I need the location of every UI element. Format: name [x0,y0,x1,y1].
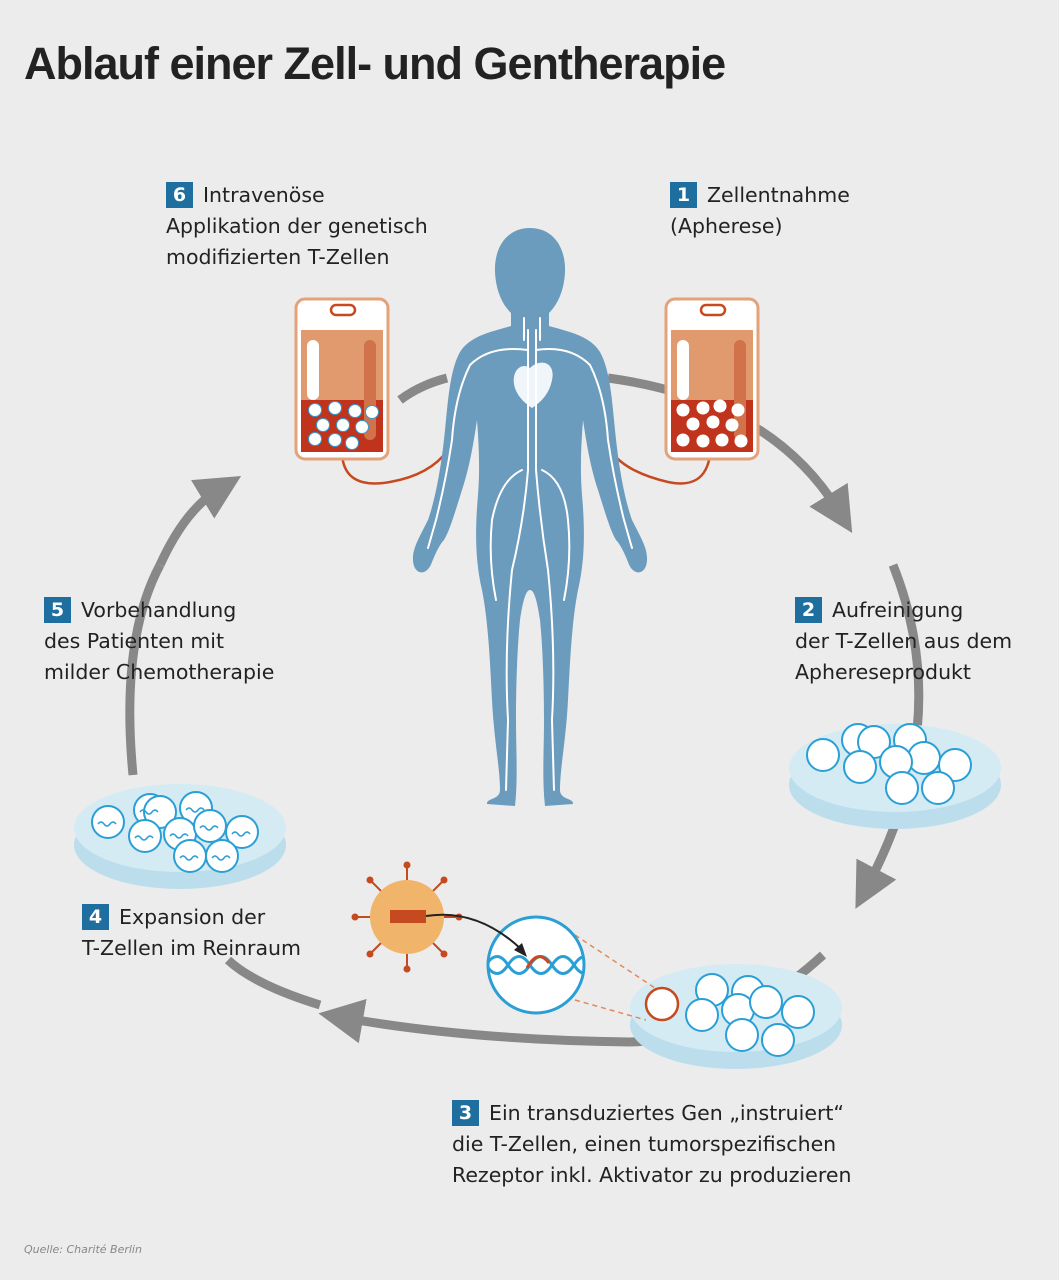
petri-dish-icon [789,723,1001,829]
step-1-badge: 1 [670,182,697,208]
blood-bag-icon [664,297,760,461]
human-body-icon [412,228,648,806]
source-note: Quelle: Charité Berlin [24,1243,142,1256]
blood-bag-icon [294,297,390,461]
step-4-badge: 4 [82,904,109,930]
step-2-badge: 2 [795,597,822,623]
step-6-badge: 6 [166,182,193,208]
step-3-badge: 3 [452,1100,479,1126]
virus-icon [351,861,527,973]
petri-dish-icon [74,784,286,889]
step-5-badge: 5 [44,597,71,623]
petri-dish-icon [630,964,842,1069]
page-title: Ablauf einer Zell- und Gentherapie [24,38,726,89]
